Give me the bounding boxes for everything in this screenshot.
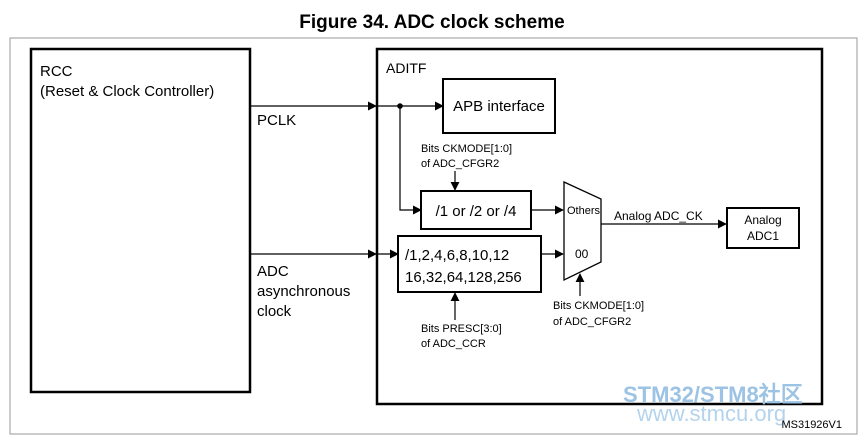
analog-adc1-block: Analog ADC1 <box>726 207 800 249</box>
figure-frame <box>9 37 858 435</box>
rcc-label: RCC <box>40 63 73 80</box>
watermark-line2: www.stmcu.org <box>636 401 786 426</box>
analog-adc1-line2: ADC1 <box>747 229 779 243</box>
ckmode-top-note-line1: Bits CKMODE[1:0] <box>421 143 512 155</box>
analog-adc-ck-label: Analog ADC_CK <box>614 209 703 223</box>
ckmode-mux-note-line2: of ADC_CFGR2 <box>553 316 631 328</box>
aditf-label: ADITF <box>386 60 426 76</box>
async-prescaler-line2: 16,32,64,128,256 <box>405 269 522 286</box>
pclk-to-divider-line <box>399 106 422 215</box>
figure-ref-code: MS31926V1 <box>781 419 842 431</box>
adc-async-label-line1: ADC <box>257 263 289 280</box>
presc-note-line1: Bits PRESC[3:0] <box>421 323 502 335</box>
adc-async-label-line3: clock <box>257 303 292 320</box>
async-prescaler-block: /1,2,4,6,8,10,12 16,32,64,128,256 <box>397 235 542 293</box>
apb-interface-label: APB interface <box>453 98 545 115</box>
figure-title: Figure 34. ADC clock scheme <box>299 12 564 33</box>
sync-divider-block: /1 or /2 or /4 <box>420 190 532 230</box>
ckmode-mux-note-line1: Bits CKMODE[1:0] <box>553 300 644 312</box>
pclk-label: PCLK <box>257 112 296 129</box>
ckmode-top-note-line2: of ADC_CFGR2 <box>421 158 499 170</box>
rcc-block: RCC (Reset & Clock Controller) <box>29 47 252 394</box>
mux-input-others: Others <box>567 205 601 217</box>
rcc-sublabel: (Reset & Clock Controller) <box>40 83 214 100</box>
sync-divider-label: /1 or /2 or /4 <box>436 203 517 220</box>
async-prescaler-line1: /1,2,4,6,8,10,12 <box>405 247 509 264</box>
watermark-line1: STM32/STM8社区 <box>623 382 803 407</box>
clock-mux: Others 00 <box>563 180 602 282</box>
apb-interface-block: APB interface <box>442 78 556 134</box>
mux-input-00: 00 <box>575 247 589 261</box>
adc-async-label-line2: asynchronous <box>257 283 350 300</box>
analog-adc1-line1: Analog <box>744 213 781 227</box>
presc-note-line2: of ADC_CCR <box>421 338 486 350</box>
